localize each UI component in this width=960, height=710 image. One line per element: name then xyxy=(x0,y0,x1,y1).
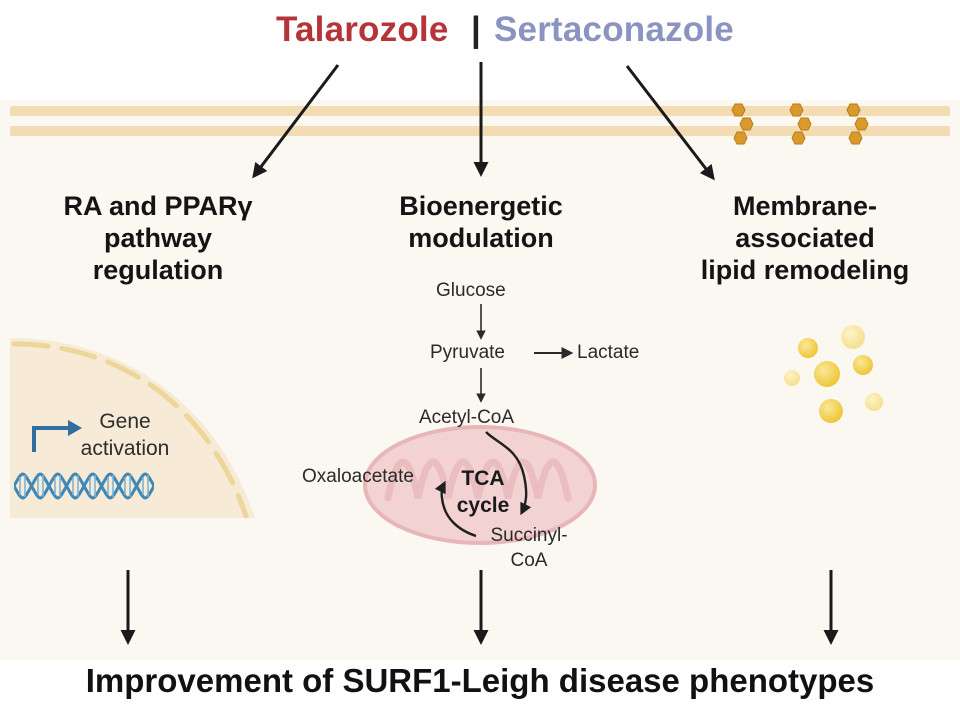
footer-conclusion: Improvement of SURF1-Leigh disease pheno… xyxy=(85,662,875,699)
arrow-to-ra xyxy=(252,64,340,179)
lipid-molecule xyxy=(731,103,754,145)
drug-talarozole: Talarozole xyxy=(276,10,449,49)
background-panel xyxy=(0,100,960,660)
lipid-droplets xyxy=(784,325,883,423)
heading-bioenergetic: Bioenergetic modulation xyxy=(399,191,563,253)
label-acetyl-coa: Acetyl-CoA xyxy=(419,407,515,428)
drug-sertaconazole: Sertaconazole xyxy=(494,10,734,49)
gene-activation-label: Gene activation xyxy=(80,410,170,460)
lipid-molecule xyxy=(846,103,869,145)
label-glucose: Glucose xyxy=(436,280,506,301)
gene-activation-arrow-icon xyxy=(32,420,82,452)
label-tca-cycle: TCA cycle xyxy=(456,467,510,517)
label-lactate: Lactate xyxy=(577,342,640,363)
mitochondrion-icon xyxy=(363,425,597,545)
nucleus xyxy=(10,338,255,519)
title-separator: | xyxy=(471,10,481,49)
heading-lipid-remodeling: Membrane- associated lipid remodeling xyxy=(700,191,910,285)
arrow-to-membrane xyxy=(625,65,715,181)
dna-helix-icon xyxy=(14,472,154,500)
heading-ra-ppar: RA and PPARγ pathway regulation xyxy=(63,191,253,285)
label-succinyl-coa: Succinyl- CoA xyxy=(490,525,568,571)
label-oxaloacetate: Oxaloacetate xyxy=(302,466,414,487)
membrane-lipids xyxy=(731,103,869,145)
label-pyruvate: Pyruvate xyxy=(430,342,505,363)
lipid-molecule xyxy=(789,103,812,145)
